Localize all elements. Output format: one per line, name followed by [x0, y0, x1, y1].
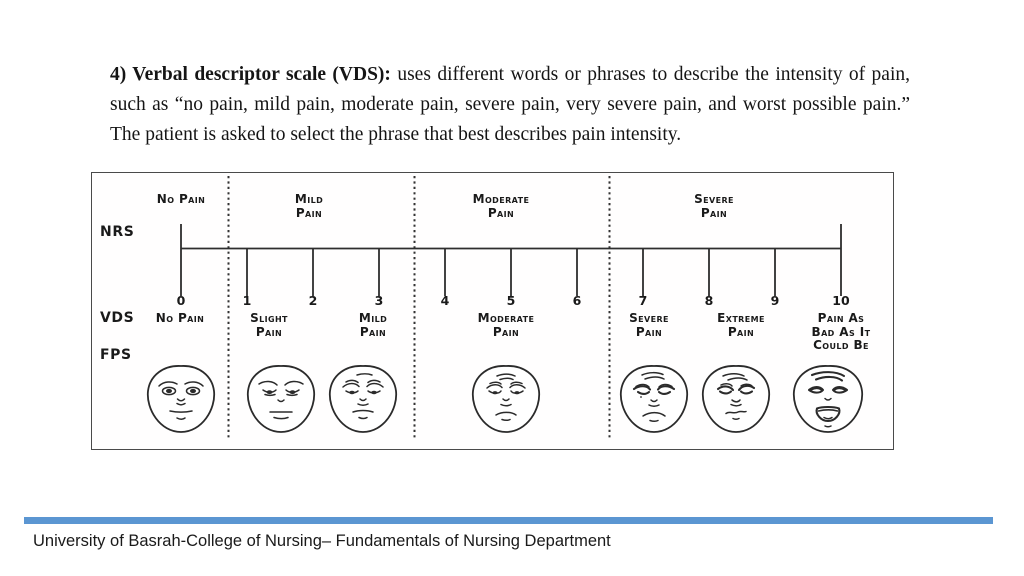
nrs-number-5: 5 [506, 293, 516, 308]
nrs-number-2: 2 [308, 293, 318, 308]
nrs-axis [180, 224, 842, 296]
nrs-number-0: 0 [176, 293, 186, 308]
nrs-number-3: 3 [374, 293, 384, 308]
nrs-number-9: 9 [770, 293, 780, 308]
section-dividers [227, 176, 611, 438]
nrs-number-4: 4 [440, 293, 450, 308]
vds-label-extreme-pain: Extreme Pain [717, 311, 765, 339]
top-category-severe-pain: Severe Pain [694, 192, 734, 220]
top-category-moderate-pain: Moderate Pain [472, 192, 530, 220]
nrs-number-1: 1 [242, 293, 252, 308]
row-label-fps: FPS [100, 347, 132, 363]
top-category-no-pain: No Pain [156, 192, 206, 206]
intro-paragraph: 4) Verbal descriptor scale (VDS): uses d… [110, 60, 910, 150]
row-label-vds: VDS [100, 310, 135, 326]
intro-body-text: uses different words or phrases to descr… [110, 64, 910, 145]
face-moderate-pain-icon [472, 365, 540, 433]
face-slight-pain-icon [247, 365, 315, 433]
row-label-nrs: NRS [100, 224, 135, 240]
vds-label-moderate-pain: Moderate Pain [477, 311, 535, 339]
vds-label-severe-pain: Severe Pain [629, 311, 669, 339]
face-extreme-pain-icon [702, 365, 770, 433]
vds-label-no-pain: No Pain [155, 311, 205, 325]
pain-scale-figure: NRS VDS FPS No Pain Mild Pain Moderate P… [91, 172, 894, 450]
intro-bold-lead: 4) Verbal descriptor scale (VDS): [110, 64, 391, 85]
nrs-number-6: 6 [572, 293, 582, 308]
face-worst-pain-icon [793, 365, 863, 433]
pain-scale-diagram [147, 176, 863, 438]
face-no-pain-icon [147, 365, 215, 433]
face-severe-pain-icon [620, 365, 688, 433]
top-category-mild-pain: Mild Pain [294, 192, 324, 220]
footer-accent-bar [24, 517, 993, 524]
vds-label-slight-pain: Slight Pain [250, 311, 288, 339]
footer-text: University of Basrah-College of Nursing–… [33, 532, 611, 550]
nrs-number-8: 8 [704, 293, 714, 308]
nrs-number-7: 7 [638, 293, 648, 308]
face-mild-pain-icon [329, 365, 397, 433]
vds-label-mild-pain: Mild Pain [358, 311, 388, 339]
vds-label-worst-pain: Pain As Bad As It Could Be [811, 311, 871, 352]
nrs-number-10: 10 [832, 293, 850, 308]
